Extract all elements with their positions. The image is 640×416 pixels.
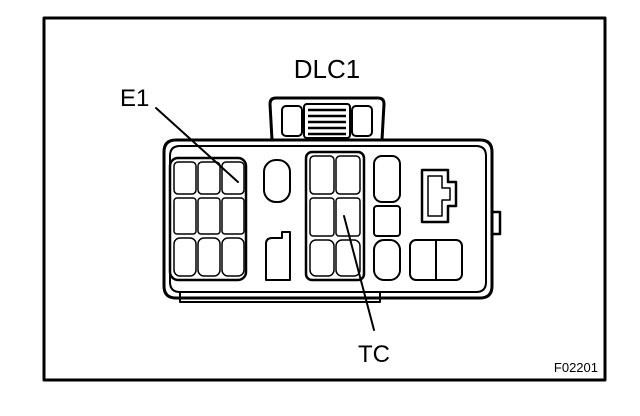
terminal-pair-bottom [409, 239, 463, 281]
terminal-housing-small [420, 168, 458, 224]
figure-frame [42, 16, 607, 382]
figure-code: F02201 [554, 360, 598, 375]
tc-leader-line [343, 215, 375, 331]
single-terminal-pins [263, 159, 291, 281]
terminal-tc-label: TC [358, 341, 390, 368]
terminal-block-center [304, 150, 366, 282]
connector-name: DLC1 [294, 54, 360, 84]
terminal-e1-label: E1 [120, 85, 149, 112]
terminal-block-left [168, 156, 248, 282]
connector-latch [268, 96, 386, 142]
connector-body [162, 138, 502, 303]
terminal-column-right [373, 155, 401, 281]
e1-leader-line [155, 107, 239, 183]
